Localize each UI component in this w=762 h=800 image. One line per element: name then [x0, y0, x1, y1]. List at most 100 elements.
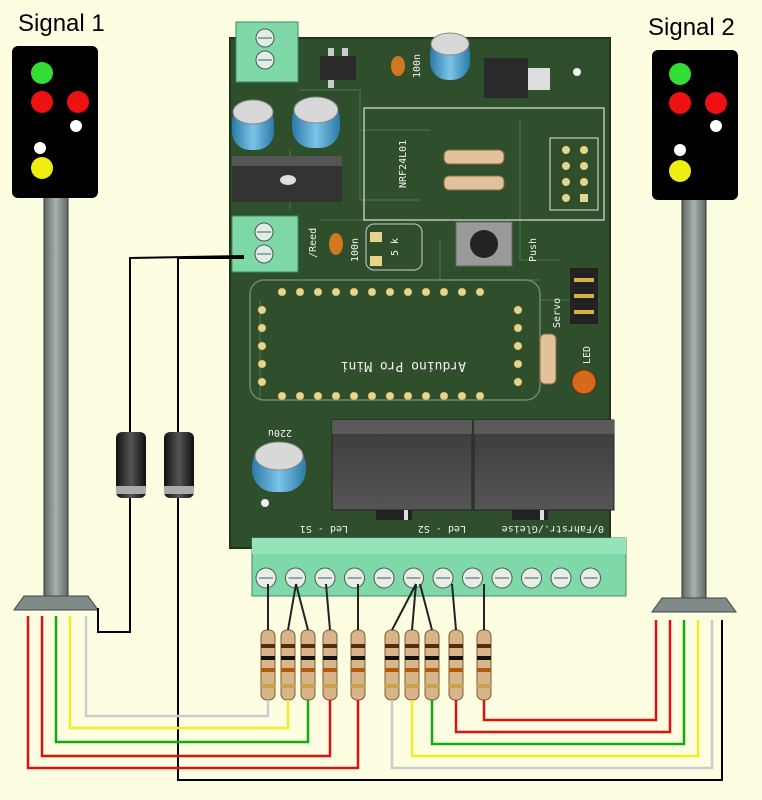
resistor-band	[405, 668, 419, 672]
servo-label: Servo	[552, 298, 563, 328]
signal-2-mast	[681, 194, 707, 601]
signal-1-wires	[26, 616, 360, 770]
terminal-label-s1: Led - S1	[300, 523, 348, 534]
led-label: LED	[582, 346, 593, 364]
resistor-band	[261, 684, 275, 688]
resistor-band	[477, 684, 491, 688]
signal-1	[12, 46, 99, 611]
signal-1-white-lamp-2	[34, 142, 46, 154]
radio-label: NRF24L01	[398, 140, 409, 188]
resistor-band	[425, 656, 439, 660]
relay-1	[331, 419, 473, 511]
servo-header	[570, 268, 598, 324]
resistor-band	[301, 668, 315, 672]
capacitor-100n-top	[391, 56, 405, 76]
resistor-band	[281, 656, 295, 660]
signal-1-mast	[43, 194, 69, 601]
heatsink-regulator	[232, 156, 342, 202]
signal-1-white-lamp-1	[70, 120, 82, 132]
resistor-band	[261, 668, 275, 672]
resistor-band	[323, 644, 337, 648]
resistor-band	[323, 668, 337, 672]
push-label: Push	[528, 238, 539, 262]
pot-label: 5 k	[390, 238, 401, 256]
led-resistor	[539, 333, 557, 385]
resistor-band	[323, 656, 337, 660]
resistor	[322, 629, 338, 701]
reed-terminal	[231, 215, 299, 273]
resistor-band	[405, 644, 419, 648]
resistor	[448, 629, 464, 701]
resistor-band	[281, 684, 295, 688]
signal-2-red-lamp-1	[669, 92, 691, 114]
resistor-band	[281, 668, 295, 672]
arduino-pro-mini: Arduino Pro Mini	[249, 279, 541, 401]
resistor-band	[385, 684, 399, 688]
resistor-band	[385, 668, 399, 672]
status-led	[571, 369, 597, 395]
resistor	[260, 629, 276, 701]
relay-2	[473, 419, 615, 511]
resistor	[476, 629, 492, 701]
resistor	[384, 629, 400, 701]
resistor-band	[405, 684, 419, 688]
module-label: Arduino Pro Mini	[341, 358, 466, 373]
push-button	[455, 221, 513, 267]
signal-2-yellow-lamp	[669, 160, 691, 182]
resistor-band	[449, 656, 463, 660]
resistor-band	[351, 668, 365, 672]
resistor-band	[449, 644, 463, 648]
signal-1-green-lamp	[31, 62, 53, 84]
resistor-band	[425, 644, 439, 648]
terminal-strip	[251, 537, 627, 597]
resistor-band	[477, 668, 491, 672]
capacitor-100n-mid	[329, 233, 343, 255]
signal-1-red-lamp-2	[67, 91, 89, 113]
signal-1-title: Signal 1	[18, 10, 105, 37]
resistor-band	[351, 656, 365, 660]
resistor	[404, 629, 420, 701]
signal-2-white-lamp-1	[710, 120, 722, 132]
regulator-large	[484, 58, 528, 98]
resistor-band	[323, 684, 337, 688]
signal-1-base	[13, 595, 99, 611]
resistor-band	[385, 656, 399, 660]
resistor-band	[281, 644, 295, 648]
resistor	[424, 629, 440, 701]
diode-1	[116, 432, 146, 498]
cap1-label: 100n	[412, 54, 423, 78]
diode-2	[164, 432, 194, 498]
signal-2-title: Signal 2	[648, 14, 735, 41]
black-wires	[97, 255, 723, 781]
electrolytic-caps-left	[232, 96, 340, 150]
resistor-band	[449, 668, 463, 672]
resistor-band	[351, 644, 365, 648]
electrolytic-cap-top	[430, 32, 470, 80]
terminal-label-s2: Led - S2	[418, 523, 466, 534]
resistor-band	[261, 644, 275, 648]
resistor-leads	[267, 583, 485, 631]
nrf24l01-footprint: NRF24L01	[363, 107, 605, 221]
resistor-band	[301, 656, 315, 660]
signal-2-green-lamp	[669, 63, 691, 85]
resistor-band	[261, 656, 275, 660]
potentiometer: 5 k	[365, 223, 423, 271]
resistor-band	[385, 644, 399, 648]
resistor-bank	[260, 629, 492, 701]
signal-2-base	[651, 597, 737, 613]
resistor-band	[301, 684, 315, 688]
signal-2-white-lamp-2	[674, 144, 686, 156]
resistor-band	[405, 656, 419, 660]
resistor-band	[477, 644, 491, 648]
capacitor-220u: 220u	[252, 427, 306, 492]
regulator-small	[320, 56, 356, 80]
reed-label: /Reed	[308, 228, 319, 258]
resistor-band	[477, 656, 491, 660]
power-terminal	[235, 21, 299, 83]
cap2-label: 100n	[350, 238, 361, 262]
resistor-band	[425, 668, 439, 672]
resistor	[280, 629, 296, 701]
resistor	[300, 629, 316, 701]
resistor	[350, 629, 366, 701]
